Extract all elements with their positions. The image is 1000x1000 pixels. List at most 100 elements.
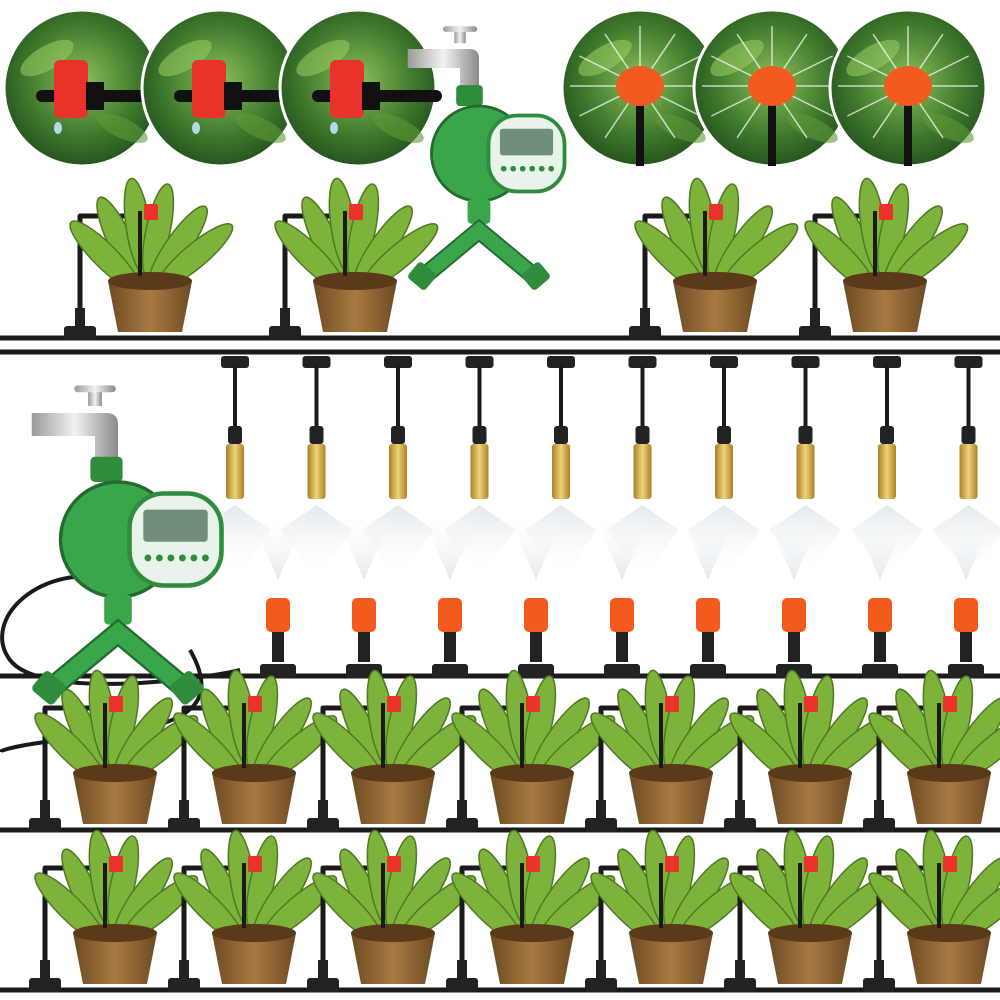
t-connector-icon (384, 356, 412, 368)
plant-pot (108, 281, 192, 332)
t-connector-icon (873, 356, 901, 368)
dripper-icon (804, 696, 818, 712)
mist-nozzle-icon (959, 444, 978, 499)
t-connector-icon (710, 356, 738, 368)
plant-pot (490, 933, 574, 984)
y-splitter-icon (32, 594, 204, 705)
potted-plant-drip (724, 829, 894, 992)
t-connector-icon (948, 664, 984, 678)
adjustable-sprayer (850, 510, 910, 678)
dripper-icon (248, 696, 262, 712)
dripper-icon (943, 696, 957, 712)
photo-circle (828, 8, 988, 168)
dripper-icon (144, 204, 158, 220)
adjustable-sprayer (936, 510, 996, 678)
plant-pot (490, 773, 574, 824)
photo-circle (560, 8, 720, 168)
potted-plant-drip (269, 177, 439, 340)
t-connector-icon (168, 978, 200, 992)
potted-plant-drip (29, 829, 199, 992)
mist-nozzle-icon (878, 444, 896, 499)
adjustable-sprayer (764, 510, 824, 678)
t-connector-icon (269, 326, 301, 340)
dripper-icon (954, 598, 978, 632)
dripper-icon (54, 60, 88, 118)
mist-nozzle-icon (226, 444, 244, 499)
plant-pot (351, 933, 435, 984)
dripper-icon (438, 598, 462, 632)
t-connector-icon (221, 356, 249, 368)
plant-pot (907, 933, 991, 984)
potted-plant-drip (863, 669, 1000, 832)
plant-pot (212, 773, 296, 824)
dripper-icon (868, 598, 892, 632)
photo-circle (278, 8, 442, 168)
t-connector-icon (954, 356, 983, 368)
adjustable-sprayer (506, 510, 566, 678)
t-connector-icon (446, 978, 478, 992)
adjustable-sprayer (678, 510, 738, 678)
potted-plant-drip (724, 669, 894, 832)
mist-nozzle-icon (389, 444, 407, 499)
potted-plant-drip (64, 177, 234, 340)
dripper-icon (349, 204, 363, 220)
potted-plant-drip (307, 829, 477, 992)
potted-plant-drip (446, 829, 616, 992)
t-connector-icon (863, 978, 895, 992)
dripper-icon (748, 66, 796, 106)
t-connector-icon (724, 818, 756, 832)
t-connector-icon (863, 818, 895, 832)
t-connector-icon (585, 818, 617, 832)
t-connector-icon (432, 664, 468, 678)
dripper-icon (616, 66, 664, 106)
dripper-icon (524, 598, 548, 632)
photo-circle (140, 8, 304, 168)
t-connector-icon (518, 664, 554, 678)
plant-pot (73, 933, 157, 984)
dripper-icon (782, 598, 806, 632)
dripper-icon (266, 598, 290, 632)
plant-pot (313, 281, 397, 332)
timer-display (499, 128, 554, 156)
t-connector-icon (604, 664, 640, 678)
dripper-icon (696, 598, 720, 632)
dripper-icon (526, 856, 540, 872)
water-timer-icon (31, 385, 224, 705)
t-connector-icon (465, 356, 494, 368)
dripper-icon (665, 696, 679, 712)
dripper-icon (330, 60, 364, 118)
t-connector-icon (799, 326, 831, 340)
t-connector-icon (724, 978, 756, 992)
irrigation-components (29, 177, 1000, 992)
t-connector-icon (302, 356, 331, 368)
plant-pot (629, 933, 713, 984)
potted-plant-drip (29, 669, 199, 832)
faucet-icon (31, 385, 119, 459)
dripper-icon (665, 856, 679, 872)
potted-plant-drip (863, 829, 1000, 992)
potted-plant-drip (585, 829, 755, 992)
dripper-icon (109, 696, 123, 712)
dripper-icon (109, 856, 123, 872)
t-connector-icon (64, 326, 96, 340)
water-timers (31, 26, 567, 705)
dripper-icon (943, 856, 957, 872)
mist-nozzle-icon (633, 444, 652, 499)
potted-plant-drip (168, 829, 338, 992)
t-connector-icon (446, 818, 478, 832)
dripper-icon (192, 60, 226, 118)
photo-circles (2, 8, 988, 168)
dripper-icon (610, 598, 634, 632)
photo-circle (692, 8, 852, 168)
t-connector-icon (862, 664, 898, 678)
t-connector-icon (585, 978, 617, 992)
plant-pot (73, 773, 157, 824)
potted-plant-drip (585, 669, 755, 832)
t-connector-icon (29, 818, 61, 832)
faucet-icon (407, 26, 479, 87)
t-connector-icon (690, 664, 726, 678)
potted-plant-drip (307, 669, 477, 832)
mist-nozzle-icon (470, 444, 489, 499)
potted-plant-drip (799, 177, 969, 340)
